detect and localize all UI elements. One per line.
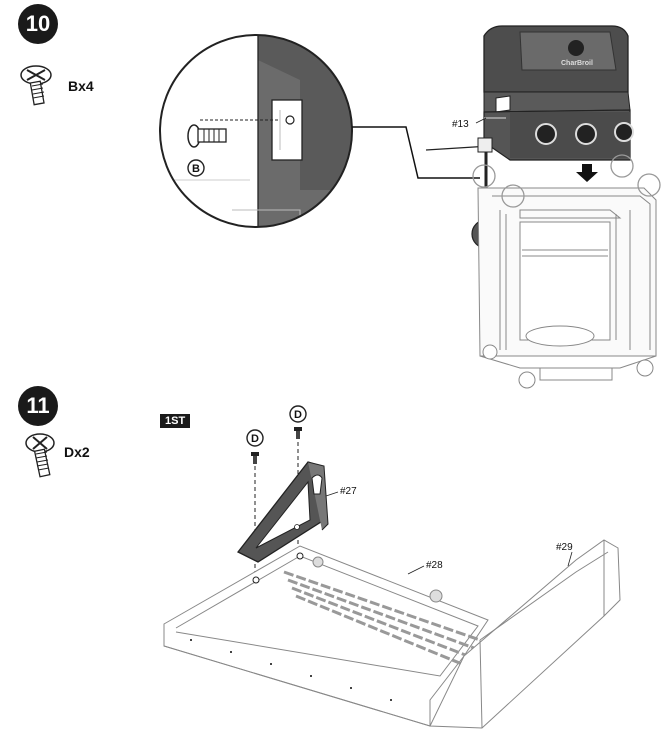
regulator-part-label: #13 <box>452 119 469 130</box>
hole-marker-2 <box>501 184 525 208</box>
step-11-screw-right-letter: D <box>294 409 302 421</box>
side-panel-part <box>429 539 621 729</box>
hole-marker-1 <box>472 164 496 188</box>
zoom-screw-letter-circle <box>187 159 205 177</box>
shelf-part <box>163 545 489 727</box>
screw-d-icon <box>25 433 55 478</box>
step-11-screw-left-letter: D <box>251 433 259 445</box>
zoom-screw-icon <box>187 124 227 148</box>
zoom-screw-letter: B <box>192 163 200 175</box>
hole-marker-3 <box>610 154 634 178</box>
shelf-part-label: #28 <box>426 560 443 571</box>
step-11-number: 11 <box>26 393 50 418</box>
grill-cart <box>477 187 657 389</box>
side-panel-part-label: #29 <box>556 542 573 553</box>
grill-logo: CharBroil <box>561 60 593 67</box>
step-11-badge: 11 <box>18 386 58 426</box>
bracket-part-label: #27 <box>340 486 357 497</box>
step-10-screw-qty: Bx4 <box>68 78 94 94</box>
step-11-screw-qty: Dx2 <box>64 444 90 460</box>
bracket-part <box>237 461 329 563</box>
grill-head: CharBroil <box>483 25 634 161</box>
step-11-screw-left: D <box>246 429 264 582</box>
first-step-tag: 1ST <box>160 414 191 428</box>
step-10-number: 10 <box>25 11 51 36</box>
hole-marker-4 <box>637 173 661 197</box>
zoom-detail-circle: B <box>159 34 353 228</box>
step-10-badge: 10 <box>18 4 58 44</box>
screw-b-icon <box>20 65 52 106</box>
down-arrow-icon <box>576 164 598 182</box>
zoom-leader-line <box>352 126 480 179</box>
